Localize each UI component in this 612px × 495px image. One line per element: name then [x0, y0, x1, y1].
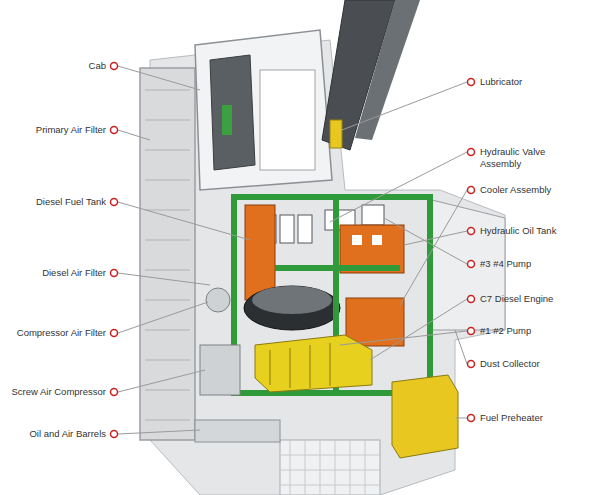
compressor — [200, 345, 240, 395]
panel-slats — [145, 90, 190, 420]
part-label: Dust Collector — [480, 358, 540, 370]
part-label: Oil and Air Barrels — [29, 428, 106, 440]
part-label: Compressor Air Filter — [17, 327, 106, 339]
cab-window — [210, 55, 255, 170]
cab-door — [260, 70, 315, 170]
lubricator — [330, 120, 342, 148]
air-duct-inner — [252, 286, 332, 314]
compressor-filter — [206, 288, 230, 312]
callout-dots — [111, 63, 475, 438]
part-label: #3 #4 Pump — [480, 258, 531, 270]
part-label: #1 #2 Pump — [480, 325, 531, 337]
boom-side — [355, 0, 420, 140]
part-label: Diesel Air Filter — [42, 267, 106, 279]
part-label: Fuel Preheater — [480, 412, 543, 424]
green-frame — [234, 197, 430, 393]
part-label: Cooler Assembly — [480, 184, 551, 196]
base-mesh — [280, 440, 380, 495]
part-label: Hydraulic Oil Tank — [480, 225, 556, 237]
barrels — [195, 420, 280, 442]
fuel-tank — [245, 205, 275, 300]
leader-lines — [118, 66, 467, 434]
part-label: Screw Air Compressor — [12, 386, 107, 398]
engine-detail — [270, 343, 330, 388]
part-label: Hydraulic Valve Assembly — [480, 146, 560, 170]
cab — [195, 30, 332, 190]
part-label: Lubricator — [480, 76, 522, 88]
mesh-lines — [280, 440, 380, 495]
part-label: Cab — [89, 60, 106, 72]
fuel-preheater — [392, 375, 458, 458]
part-label: Primary Air Filter — [36, 124, 106, 136]
cab-control — [222, 105, 232, 135]
part-label: C7 Diesel Engine — [480, 293, 553, 305]
air-duct — [244, 286, 340, 330]
part-label: Diesel Fuel Tank — [36, 196, 106, 208]
